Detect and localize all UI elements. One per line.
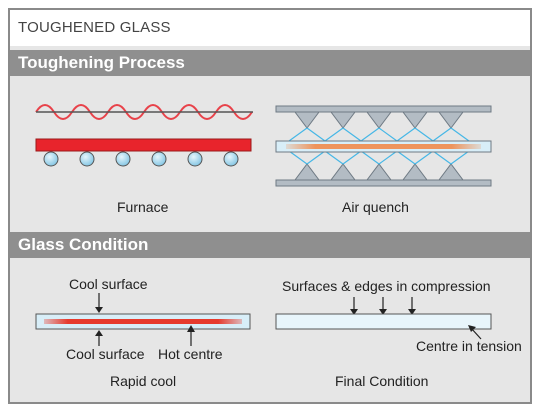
air-jets bbox=[288, 127, 470, 165]
arrow-down bbox=[379, 309, 387, 315]
nozzle bbox=[402, 111, 428, 129]
nozzle bbox=[366, 111, 392, 129]
diagram-canvas bbox=[35, 104, 492, 346]
section-header-process: Toughening Process bbox=[10, 50, 530, 76]
air-quench-label: Air quench bbox=[342, 199, 409, 215]
tension-label: Centre in tension bbox=[416, 338, 522, 354]
cool-surface-bottom-label: Cool surface bbox=[66, 346, 145, 362]
nozzle bbox=[366, 163, 392, 181]
final-condition-caption: Final Condition bbox=[335, 373, 429, 389]
quench-nozzles bbox=[294, 111, 464, 181]
roller bbox=[187, 151, 203, 167]
page-title: TOUGHENED GLASS bbox=[18, 19, 171, 36]
furnace-bed bbox=[35, 138, 252, 152]
arrow-pointer bbox=[468, 325, 476, 332]
rapid-hot-core bbox=[44, 319, 242, 324]
arrow-down bbox=[408, 309, 416, 315]
section-title-condition: Glass Condition bbox=[18, 235, 149, 254]
diagram-frame: TOUGHENED GLASS Toughening Process Glass… bbox=[8, 8, 532, 404]
quench-bottom-rail bbox=[275, 179, 492, 187]
roller bbox=[79, 151, 95, 167]
quench-hot-core bbox=[286, 144, 481, 149]
compression-label: Surfaces & edges in compression bbox=[282, 278, 491, 294]
arrow-down bbox=[95, 307, 103, 313]
air-quench-illustration bbox=[275, 105, 492, 187]
nozzle bbox=[402, 163, 428, 181]
nozzle bbox=[294, 163, 320, 181]
nozzle bbox=[330, 163, 356, 181]
arrow-up bbox=[95, 330, 103, 336]
cool-surface-top-label: Cool surface bbox=[69, 276, 148, 292]
rapid-cool-caption: Rapid cool bbox=[110, 373, 177, 389]
nozzle bbox=[330, 111, 356, 129]
nozzle bbox=[294, 111, 320, 129]
roller bbox=[151, 151, 167, 167]
final-condition-illustration bbox=[275, 297, 492, 340]
section-header-condition: Glass Condition bbox=[10, 232, 530, 258]
quench-top-rail bbox=[275, 105, 492, 113]
nozzle bbox=[438, 163, 464, 181]
arrow-up bbox=[187, 325, 195, 332]
rapid-cool-illustration bbox=[35, 293, 251, 346]
title-bar: TOUGHENED GLASS bbox=[10, 10, 530, 46]
arrow-down bbox=[350, 309, 358, 315]
final-glass-pane bbox=[275, 313, 492, 330]
furnace-label: Furnace bbox=[117, 199, 169, 215]
roller bbox=[223, 151, 239, 167]
roller bbox=[43, 151, 59, 167]
furnace-illustration bbox=[35, 104, 253, 167]
furnace-rollers bbox=[43, 151, 239, 167]
nozzle bbox=[438, 111, 464, 129]
section-title-process: Toughening Process bbox=[18, 53, 185, 72]
hot-centre-label: Hot centre bbox=[158, 346, 223, 362]
roller bbox=[115, 151, 131, 167]
